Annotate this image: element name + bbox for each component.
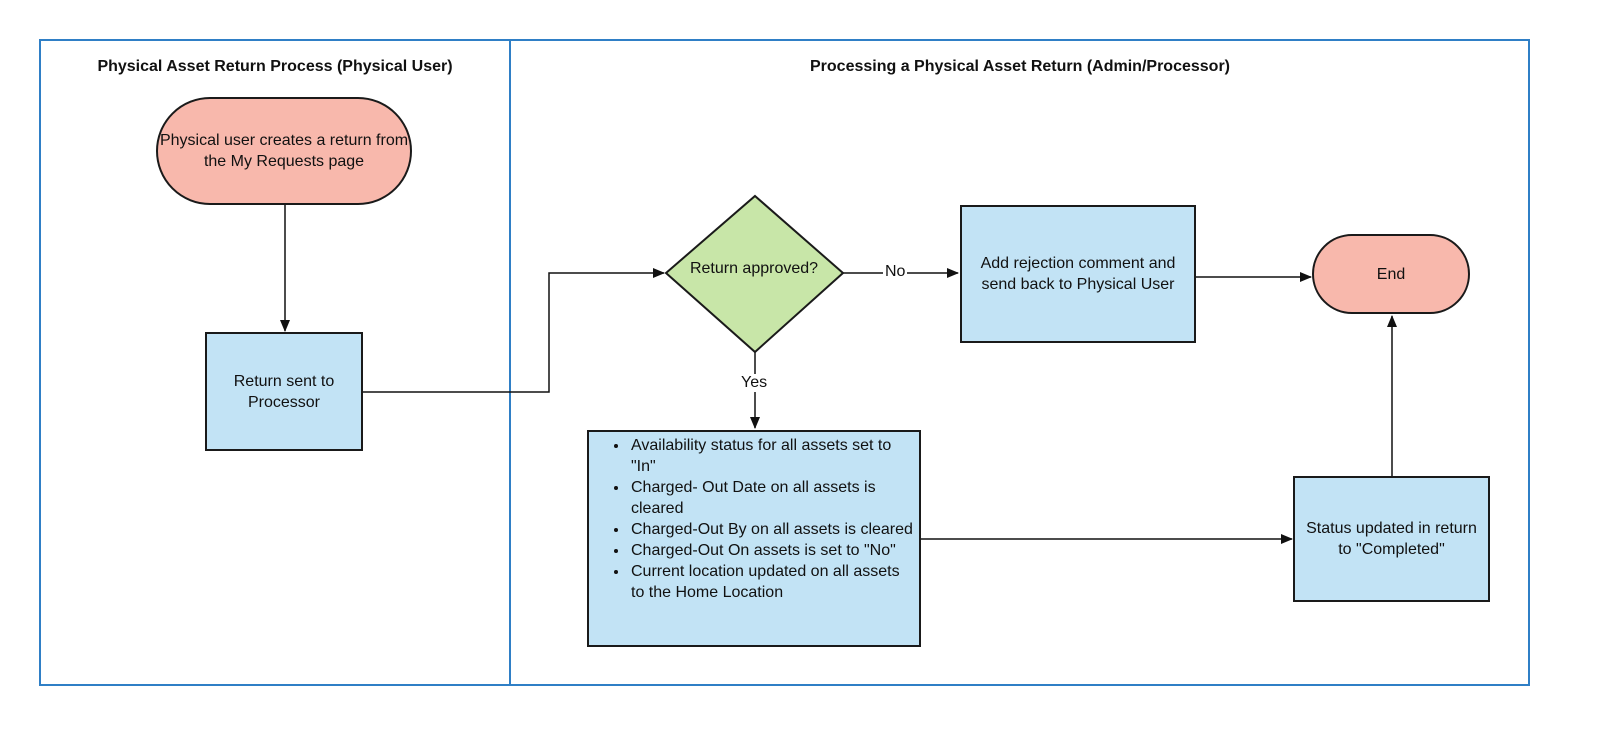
action-item: Current location updated on all assets t…: [629, 561, 913, 603]
edge-sent-to-decision: [363, 268, 665, 393]
lane-title-physical-user: Physical Asset Return Process (Physical …: [97, 58, 453, 75]
action-item: Availability status for all assets set t…: [629, 435, 913, 477]
end-label: End: [1376, 265, 1406, 283]
rejection-label: Add rejection comment and send back to P…: [980, 255, 1176, 293]
edge-label-yes: Yes: [739, 374, 770, 392]
end-node: End: [1312, 234, 1470, 314]
start-node-label: Physical user creates a return from the …: [159, 132, 409, 170]
lane-divider: [509, 39, 511, 686]
status-updated-node: Status updated in return to "Completed": [1293, 476, 1490, 602]
action-item: Charged- Out Date on all assets is clear…: [629, 477, 913, 519]
start-node: Physical user creates a return from the …: [156, 97, 412, 205]
status-updated-label: Status updated in return to "Completed": [1306, 520, 1477, 558]
rejection-node: Add rejection comment and send back to P…: [960, 205, 1196, 343]
lane-title-admin-processor: Processing a Physical Asset Return (Admi…: [810, 58, 1230, 75]
action-item: Charged-Out On assets is set to "No": [629, 540, 913, 561]
decision-diamond: [664, 194, 845, 354]
swimlane-frame: [39, 39, 1530, 686]
return-sent-node: Return sent to Processor: [205, 332, 363, 451]
edge-label-no: No: [883, 263, 908, 281]
approval-actions-node: Availability status for all assets set t…: [587, 430, 921, 647]
action-item: Charged-Out By on all assets is cleared: [629, 519, 913, 540]
return-sent-label: Return sent to Processor: [233, 372, 335, 411]
decision-label: Return approved?: [689, 260, 819, 277]
